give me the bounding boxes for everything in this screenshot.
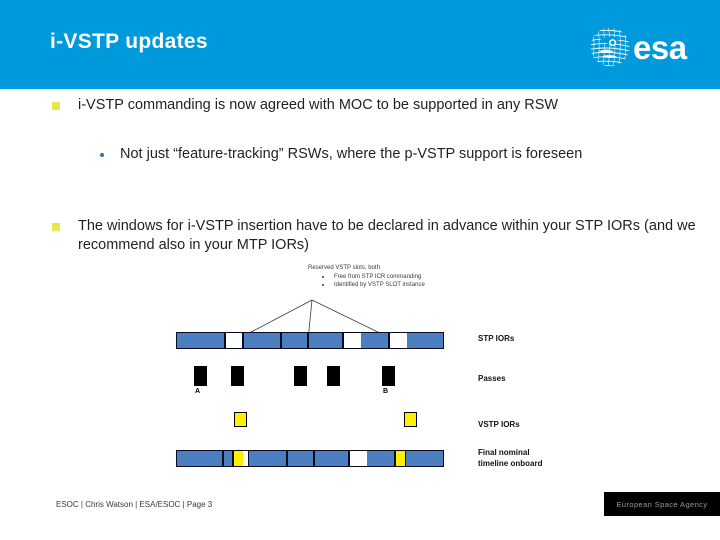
bar-segment-blue [309, 333, 343, 348]
bar-segment-white [349, 451, 367, 466]
pass-marker [294, 366, 307, 386]
bar-segment-blue [287, 451, 313, 466]
bar-segment-div [404, 451, 407, 466]
bar-segment-blue [244, 333, 281, 348]
bar-segment-white [344, 333, 362, 348]
esa-wordmark: esa [633, 28, 687, 66]
bar-segment-white [226, 333, 243, 348]
pass-marker [231, 366, 244, 386]
bar-segment-div [242, 333, 245, 348]
bullet-text: Not just “feature-tracking” RSWs, where … [120, 146, 583, 163]
bar-segment-div [387, 333, 390, 348]
bar-segment-blue [361, 333, 388, 348]
square-bullet-icon [52, 102, 60, 110]
bullet-text: i-VSTP commanding is now agreed with MOC… [78, 97, 559, 113]
bar-segment-blue [177, 451, 223, 466]
bar-segment-div [285, 451, 288, 466]
stp-iors-label: STP IORs [478, 334, 515, 343]
slide-header [0, 0, 720, 82]
bullet-item-2: Not just “feature-tracking” RSWs, where … [0, 145, 720, 164]
spacer [0, 119, 720, 145]
final-timeline-label: Final nominal timeline onboard [478, 448, 542, 470]
bar-segment-div [224, 333, 227, 348]
footer-credits: ESOC | Chris Watson | ESA/ESOC | Page 3 [56, 500, 213, 509]
esa-emblem-icon [590, 27, 630, 67]
agency-label: European Space Agency [616, 499, 708, 509]
vstp-slot-marker [234, 412, 247, 427]
bullet-item-1: i-VSTP commanding is now agreed with MOC… [0, 96, 720, 115]
pass-tag-b: B [383, 388, 389, 395]
bar-segment-blue [407, 333, 443, 348]
bar-segment-div [393, 451, 396, 466]
final-timeline-bar [176, 450, 444, 467]
stp-iors-bar [176, 332, 444, 349]
esa-logo: esa [588, 24, 706, 70]
bar-segment-div [307, 333, 310, 348]
page-title: i-VSTP updates [50, 30, 208, 53]
spacer [0, 165, 720, 191]
bar-segment-div [280, 333, 283, 348]
bar-segment-white [389, 333, 408, 348]
bullet-item-3: The windows for i-VSTP insertion have to… [0, 217, 720, 256]
bar-segment-blue [366, 451, 394, 466]
annotation-item: Identified by VSTP SLOT instance [308, 281, 425, 290]
diagram-annotation: Reserved VSTP slots, both Free from STP … [308, 264, 425, 290]
bar-segment-yellow [395, 451, 405, 466]
slide-body: i-VSTP commanding is now agreed with MOC… [0, 96, 720, 259]
vstp-slot-marker [404, 412, 417, 427]
vstp-iors-label: VSTP IORs [478, 420, 520, 429]
agency-bar: European Space Agency [604, 492, 720, 516]
bar-segment-white [242, 451, 248, 466]
vstp-insertion-diagram: Reserved VSTP slots, both Free from STP … [0, 262, 720, 490]
annotation-item: Free from STP ICR commanding [308, 273, 425, 282]
pass-tag-a: A [195, 388, 201, 395]
bar-segment-blue [248, 451, 286, 466]
bar-segment-yellow [233, 451, 243, 466]
bar-segment-blue [406, 451, 443, 466]
bar-segment-div [222, 451, 225, 466]
bar-segment-blue [314, 451, 349, 466]
dot-bullet-icon [100, 153, 104, 158]
bar-segment-blue [224, 451, 233, 466]
header-accent-strip [0, 82, 720, 89]
final-timeline-label-line1: Final nominal [478, 448, 530, 457]
bar-segment-div [342, 333, 345, 348]
passes-label: Passes [478, 374, 506, 383]
bar-segment-blue [282, 333, 308, 348]
bar-segment-div [232, 451, 234, 466]
bar-segment-div [312, 451, 315, 466]
bullet-text: The windows for i-VSTP insertion have to… [78, 217, 696, 253]
bar-segment-div [247, 451, 249, 466]
pass-marker [194, 366, 207, 386]
spacer [0, 191, 720, 217]
bar-segment-blue [177, 333, 225, 348]
square-bullet-icon [52, 222, 60, 231]
pass-marker [327, 366, 340, 386]
bar-segment-div [348, 451, 350, 466]
final-timeline-label-line2: timeline onboard [478, 458, 543, 468]
pass-marker [382, 366, 395, 386]
annotation-heading: Reserved VSTP slots, both [308, 265, 380, 271]
